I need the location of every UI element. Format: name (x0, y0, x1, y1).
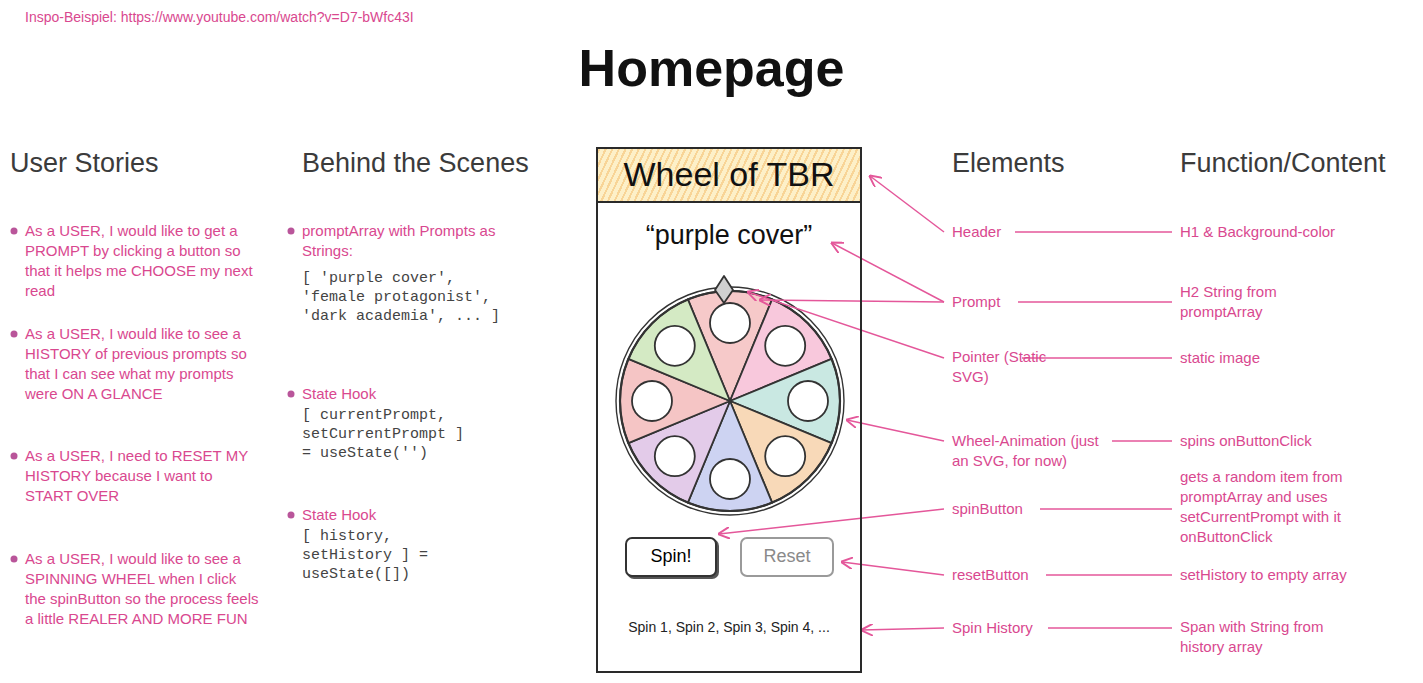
leader-line (1112, 440, 1172, 442)
user-story: As a USER, I would like to get a PROMPT … (25, 221, 260, 301)
wheel-pointer (715, 276, 733, 303)
function-note: spins onButtonClick (1180, 431, 1410, 451)
reset-button: Reset (740, 537, 834, 577)
user-story: As a USER, I would like to see a SPINNIN… (25, 549, 260, 629)
column-heading: Behind the Scenes (302, 147, 592, 179)
function-note: static image (1180, 348, 1410, 368)
leader-arrow (870, 176, 944, 232)
element-name: Header (952, 222, 1132, 242)
element-name: resetButton (952, 565, 1132, 585)
source-note: Inspo-Beispiel: https://www.youtube.com/… (25, 8, 645, 26)
leader-line (1018, 301, 1172, 303)
element-name: spinButton (952, 499, 1132, 519)
bullet-dot (11, 556, 18, 563)
wheel-slot (788, 381, 828, 421)
spin-button: Spin! (625, 537, 717, 577)
page-title: Homepage (0, 40, 1423, 97)
leader-line (1015, 231, 1172, 233)
button-label: Reset (763, 547, 810, 567)
wheel-rim (616, 287, 844, 515)
wheel-rim (620, 291, 840, 511)
bullet-dot (288, 512, 295, 519)
bullet-dot (11, 453, 18, 460)
wheel-slot (655, 326, 695, 366)
spin-history: Spin 1, Spin 2, Spin 3, Spin 4, ... (598, 619, 860, 636)
wheel-slot (655, 436, 695, 476)
note-heading: State Hook (302, 384, 502, 404)
user-story: As a USER, I need to RESET MY HISTORY be… (25, 446, 260, 506)
wheel-slot (710, 459, 750, 499)
leader-arrow (719, 509, 944, 534)
function-note: Span with String from history array (1180, 617, 1350, 657)
leader-line (1040, 508, 1172, 510)
bullet-dot (288, 391, 295, 398)
button-label: Spin! (650, 547, 691, 567)
leader-arrow (832, 243, 944, 302)
leader-arrow (842, 562, 944, 575)
code-snippet: [ currentPrompt, setCurrentPrompt ] = us… (302, 406, 472, 463)
user-story: As a USER, I would like to see a HISTORY… (25, 324, 260, 404)
bullet-dot (288, 228, 295, 235)
column-heading: Elements (952, 147, 1172, 179)
header-band: Wheel of TBR (596, 147, 862, 203)
bullet-dot (11, 228, 18, 235)
leader-line (1048, 627, 1172, 629)
function-note: H1 & Background-color (1180, 222, 1410, 242)
bullet-dot (11, 331, 18, 338)
note-heading: State Hook (302, 505, 502, 525)
app-title: Wheel of TBR (623, 156, 834, 193)
wheel-slot (632, 381, 672, 421)
phone-frame: Wheel of TBR Spin! Reset “purple cover” Spin… (596, 147, 862, 673)
wheel-illustration (616, 276, 844, 515)
leader-arrow (748, 292, 944, 358)
function-note: H2 String from promptArray (1180, 282, 1320, 322)
element-name: Pointer (Static SVG) (952, 347, 1052, 387)
element-name: Prompt (952, 292, 1132, 312)
note-heading: promptArray with Prompts as Strings: (302, 221, 517, 261)
column-heading: Function/Content (1180, 147, 1420, 179)
function-note: gets a random item from promptArray and … (1180, 467, 1380, 547)
function-note: setHistory to empty array (1180, 565, 1410, 585)
wheel-slot (765, 436, 805, 476)
wheel-slot (710, 303, 750, 343)
code-snippet: [ history, setHistory ] = useState([]) (302, 527, 472, 584)
code-snippet: [ 'purple cover', 'female protagonist', … (302, 269, 507, 326)
element-name: Spin History (952, 618, 1132, 638)
leader-arrow (760, 300, 944, 302)
leader-line (1046, 574, 1172, 576)
column-heading: User Stories (10, 147, 290, 179)
leader-arrow (862, 628, 944, 630)
element-name: Wheel-Animation (just an SVG, for now) (952, 431, 1102, 471)
wheel-slot (765, 326, 805, 366)
prompt-text: “purple cover” (598, 219, 860, 251)
